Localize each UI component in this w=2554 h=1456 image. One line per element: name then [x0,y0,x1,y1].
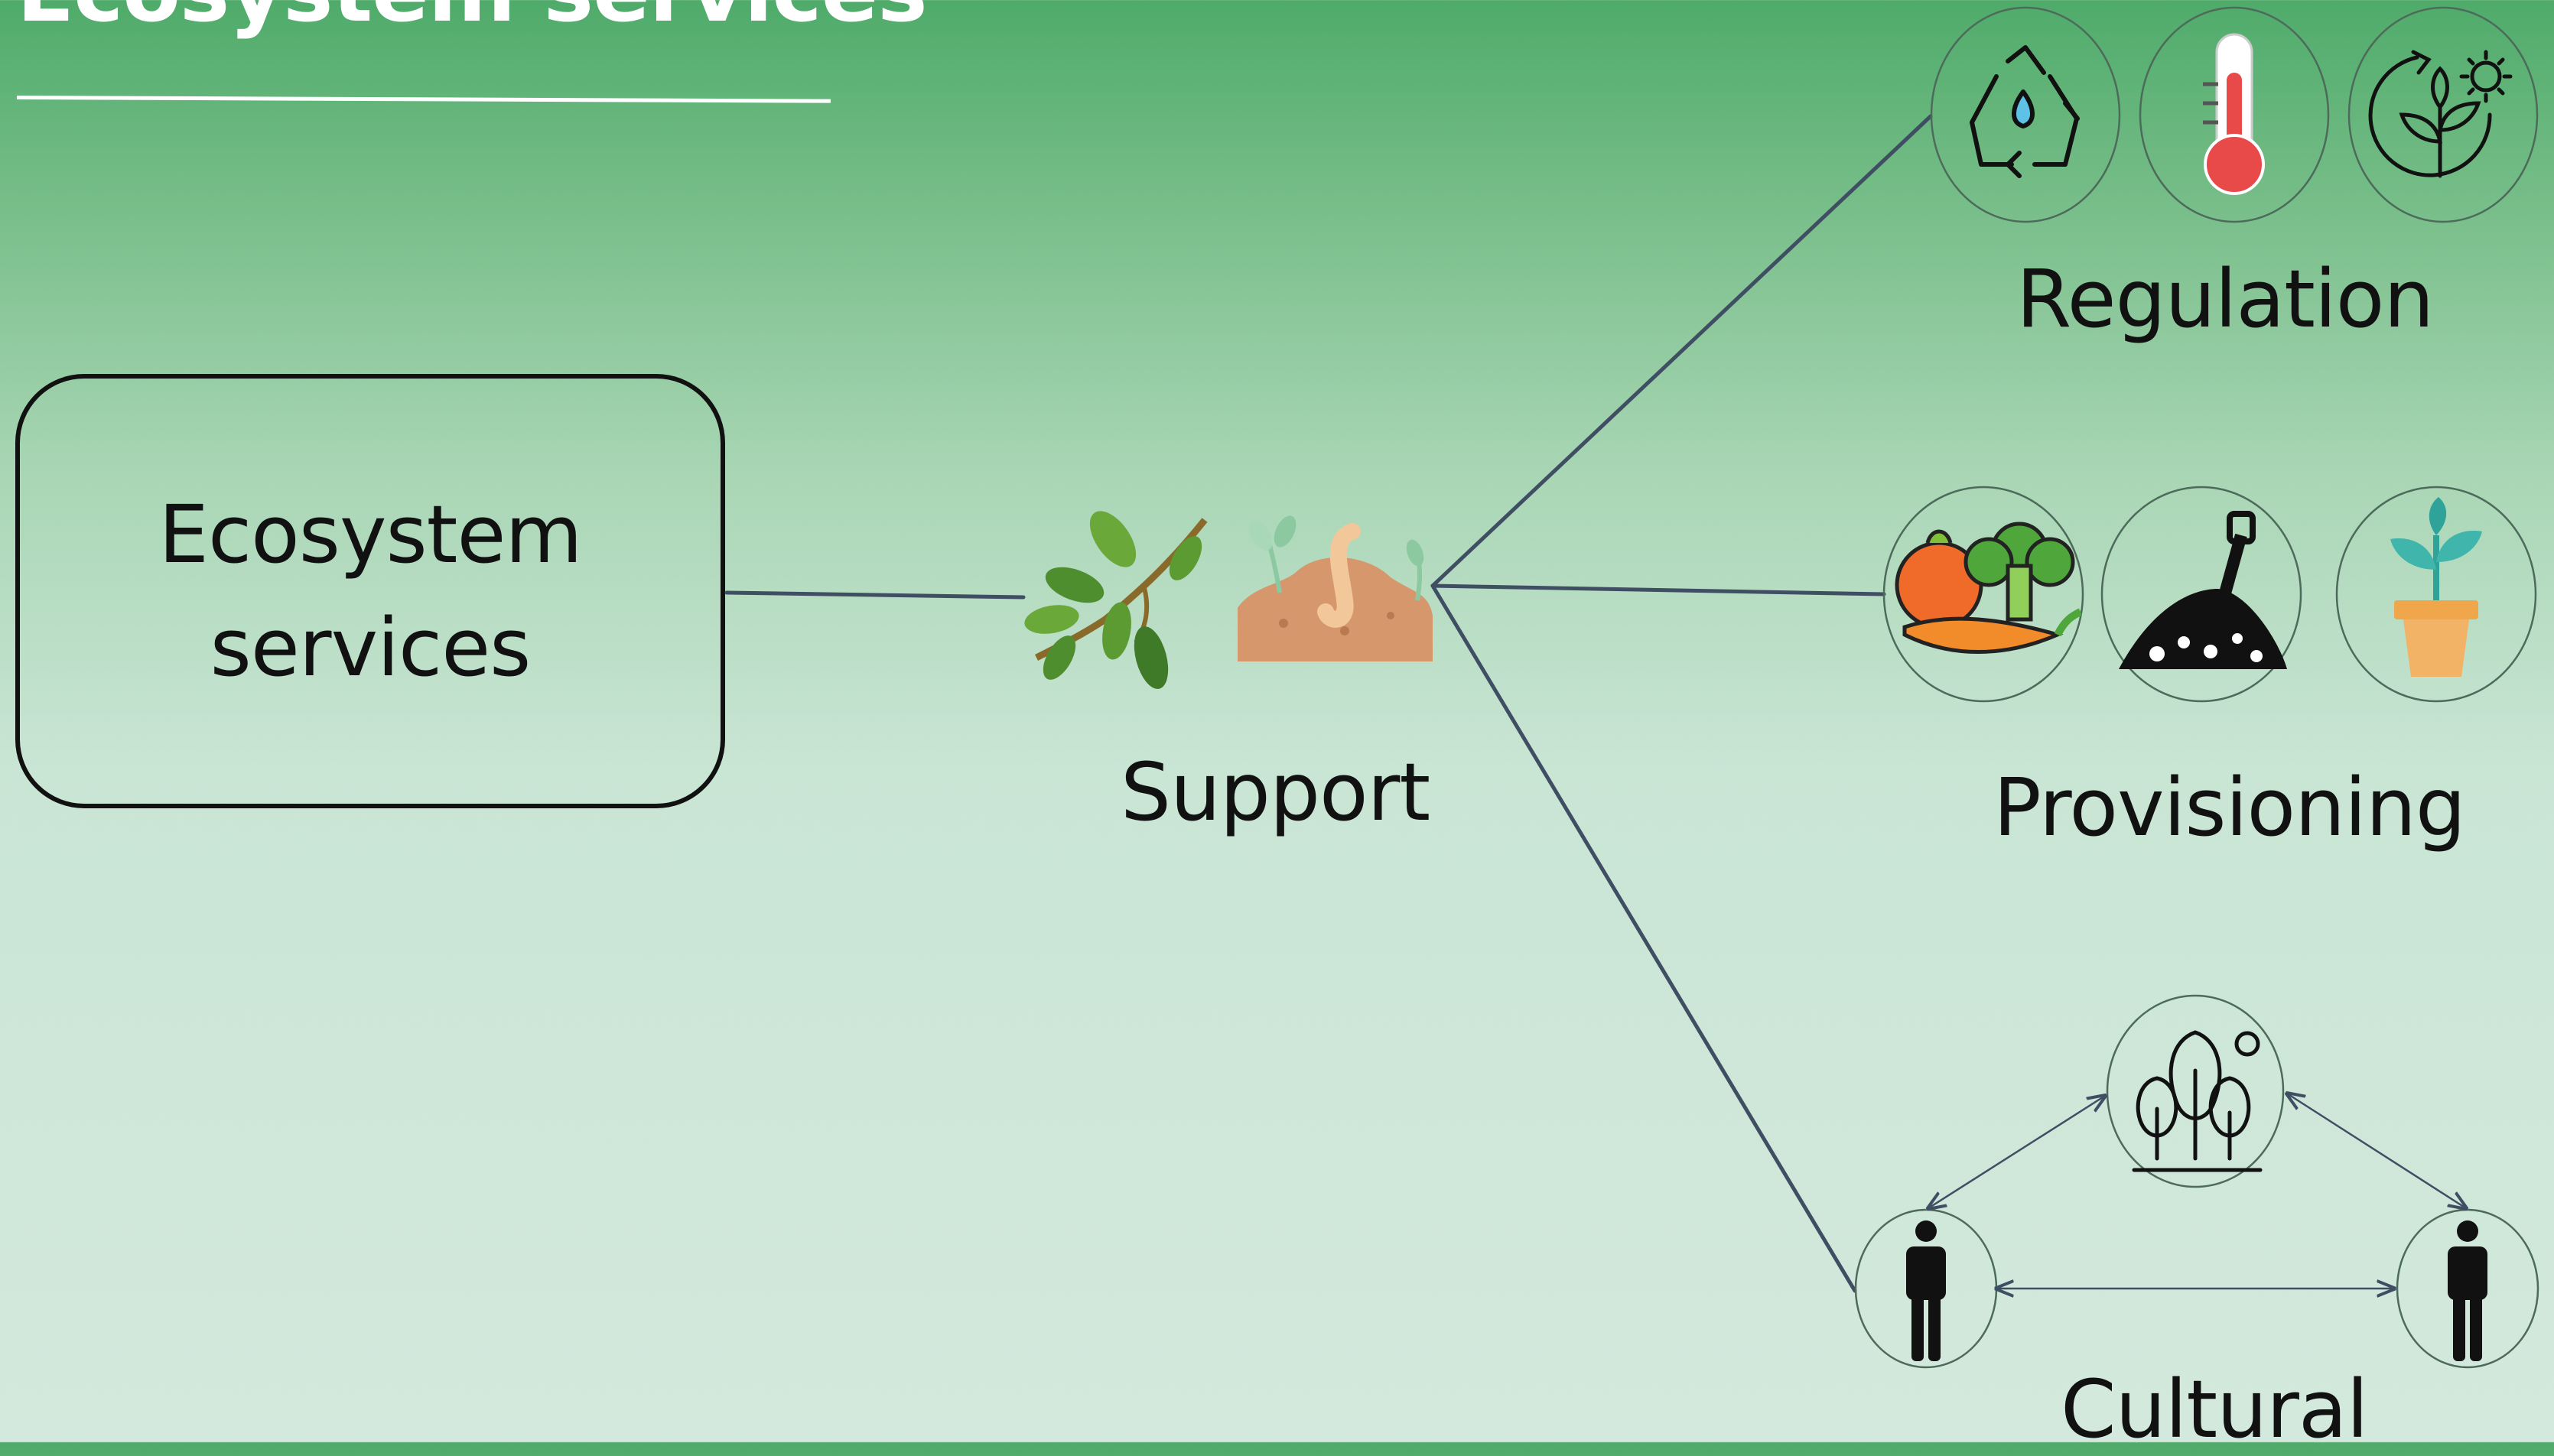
cultural-label: Cultural [2061,1363,2368,1456]
arrow-forest-person-right [2287,1094,2466,1208]
page-title: Ecosystem services [17,0,928,41]
connector-root-support [724,590,1026,600]
plant-growth-cycle-icon [2368,50,2513,178]
shovel-soil-icon [2119,511,2287,669]
provisioning-circle-2 [2100,486,2302,703]
ecosystem-services-label: Ecosystem services [158,488,583,694]
person-icon [1906,1220,1946,1361]
water-cycle-icon [1970,45,2080,178]
provisioning-label: Provisioning [1993,761,2466,854]
regulation-circle-1 [1930,6,2121,223]
arrow-forest-person-left [1928,1096,2105,1208]
connector-support-cultural [1430,583,1857,1293]
connector-support-regulation [1430,114,1933,588]
forest-icon [2132,1030,2263,1172]
provisioning-circle-1 [1882,486,2084,703]
ecosystem-services-node: Ecosystem services [15,374,725,808]
support-label: Support [1121,746,1430,839]
regulation-circle-2 [2139,6,2330,223]
regulation-circle-3 [2347,6,2539,223]
connector-support-provisioning [1430,583,1886,596]
regulation-label: Regulation [2016,252,2434,346]
leafy-branch-icon [1024,511,1208,689]
provisioning-circle-3 [2335,486,2537,703]
thermometer-icon [2203,33,2265,195]
person-icon [2448,1220,2487,1361]
vegetables-icon [1895,522,2083,654]
soil-worm-sprout-icon [1238,515,1433,661]
potted-plant-icon [2390,497,2482,677]
